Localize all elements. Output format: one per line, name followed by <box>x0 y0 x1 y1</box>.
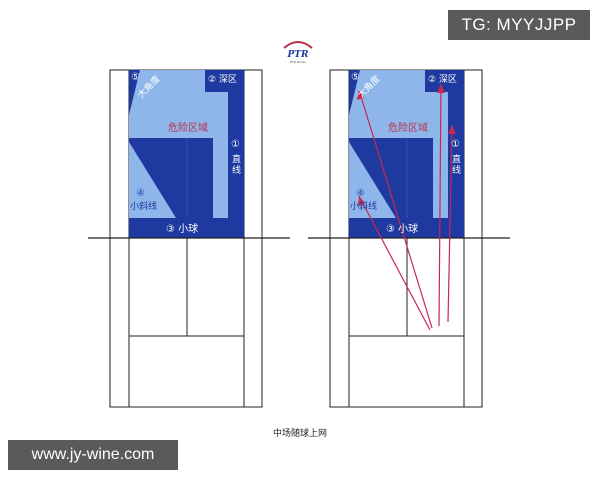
left-zone3-label: ③ 小球 <box>166 222 198 235</box>
left-danger-zone <box>129 70 228 218</box>
right-zone3-label: ③ 小球 <box>386 222 418 235</box>
diagram-caption: 中场随球上网 <box>272 429 327 439</box>
shot-arrow-zone2 <box>437 84 445 93</box>
url-watermark: www.jy-wine.com <box>8 440 178 470</box>
tg-watermark: TG: MYYJJPP <box>448 10 590 40</box>
shot-arrow-zone4 <box>358 196 365 206</box>
right-danger-label: 危险区域 <box>388 121 428 134</box>
left-zone2-label: ② 深区 <box>208 74 237 85</box>
left-zone4-num: ④ <box>136 188 145 199</box>
right-zone4-num: ④ <box>356 188 365 199</box>
shot-line-zone2 <box>438 83 442 327</box>
left-zone4-label: 小斜线 <box>130 200 157 212</box>
left-zone1-num: ① <box>231 139 240 150</box>
left-zone1-char-a: 直 <box>232 153 241 165</box>
right-zone1-char-a: 直 <box>452 153 461 165</box>
ptr-logo-mark: PTR PTR tennis <box>283 41 313 64</box>
left-court: ⑤ 大角度 ② 深区 危险区域 ① 直 线 ④ 小斜线 ③ 小球 <box>88 69 290 408</box>
right-zone2-label: ② 深区 <box>428 74 457 85</box>
right-zone5-num: ⑤ <box>351 72 360 83</box>
left-zone5-num: ⑤ <box>131 72 140 83</box>
right-zone4-label: 小斜线 <box>350 200 377 212</box>
right-zone1-num: ① <box>451 139 460 150</box>
shot-line-zone4 <box>358 195 431 331</box>
shot-line-zone5 <box>358 89 433 329</box>
logo-arc <box>283 41 313 49</box>
shot-line-zone1 <box>447 124 453 323</box>
left-danger-label: 危险区域 <box>168 121 208 134</box>
left-zone4-area <box>129 142 176 218</box>
shot-arrow-zone1 <box>448 125 456 134</box>
shot-arrow-zone5 <box>357 90 364 100</box>
ptr-logo: PTR PTR tennis <box>278 38 318 64</box>
right-court: ⑤ 大角度 ② 深区 危险区域 ① 直 线 ④ 小斜线 ③ 小球 <box>308 69 510 408</box>
logo-text: PTR <box>287 50 309 60</box>
right-danger-zone <box>349 70 448 218</box>
left-zone1-char-b: 线 <box>232 164 241 176</box>
right-zone1-char-b: 线 <box>452 164 461 176</box>
logo-subtext: PTR tennis <box>290 60 306 64</box>
